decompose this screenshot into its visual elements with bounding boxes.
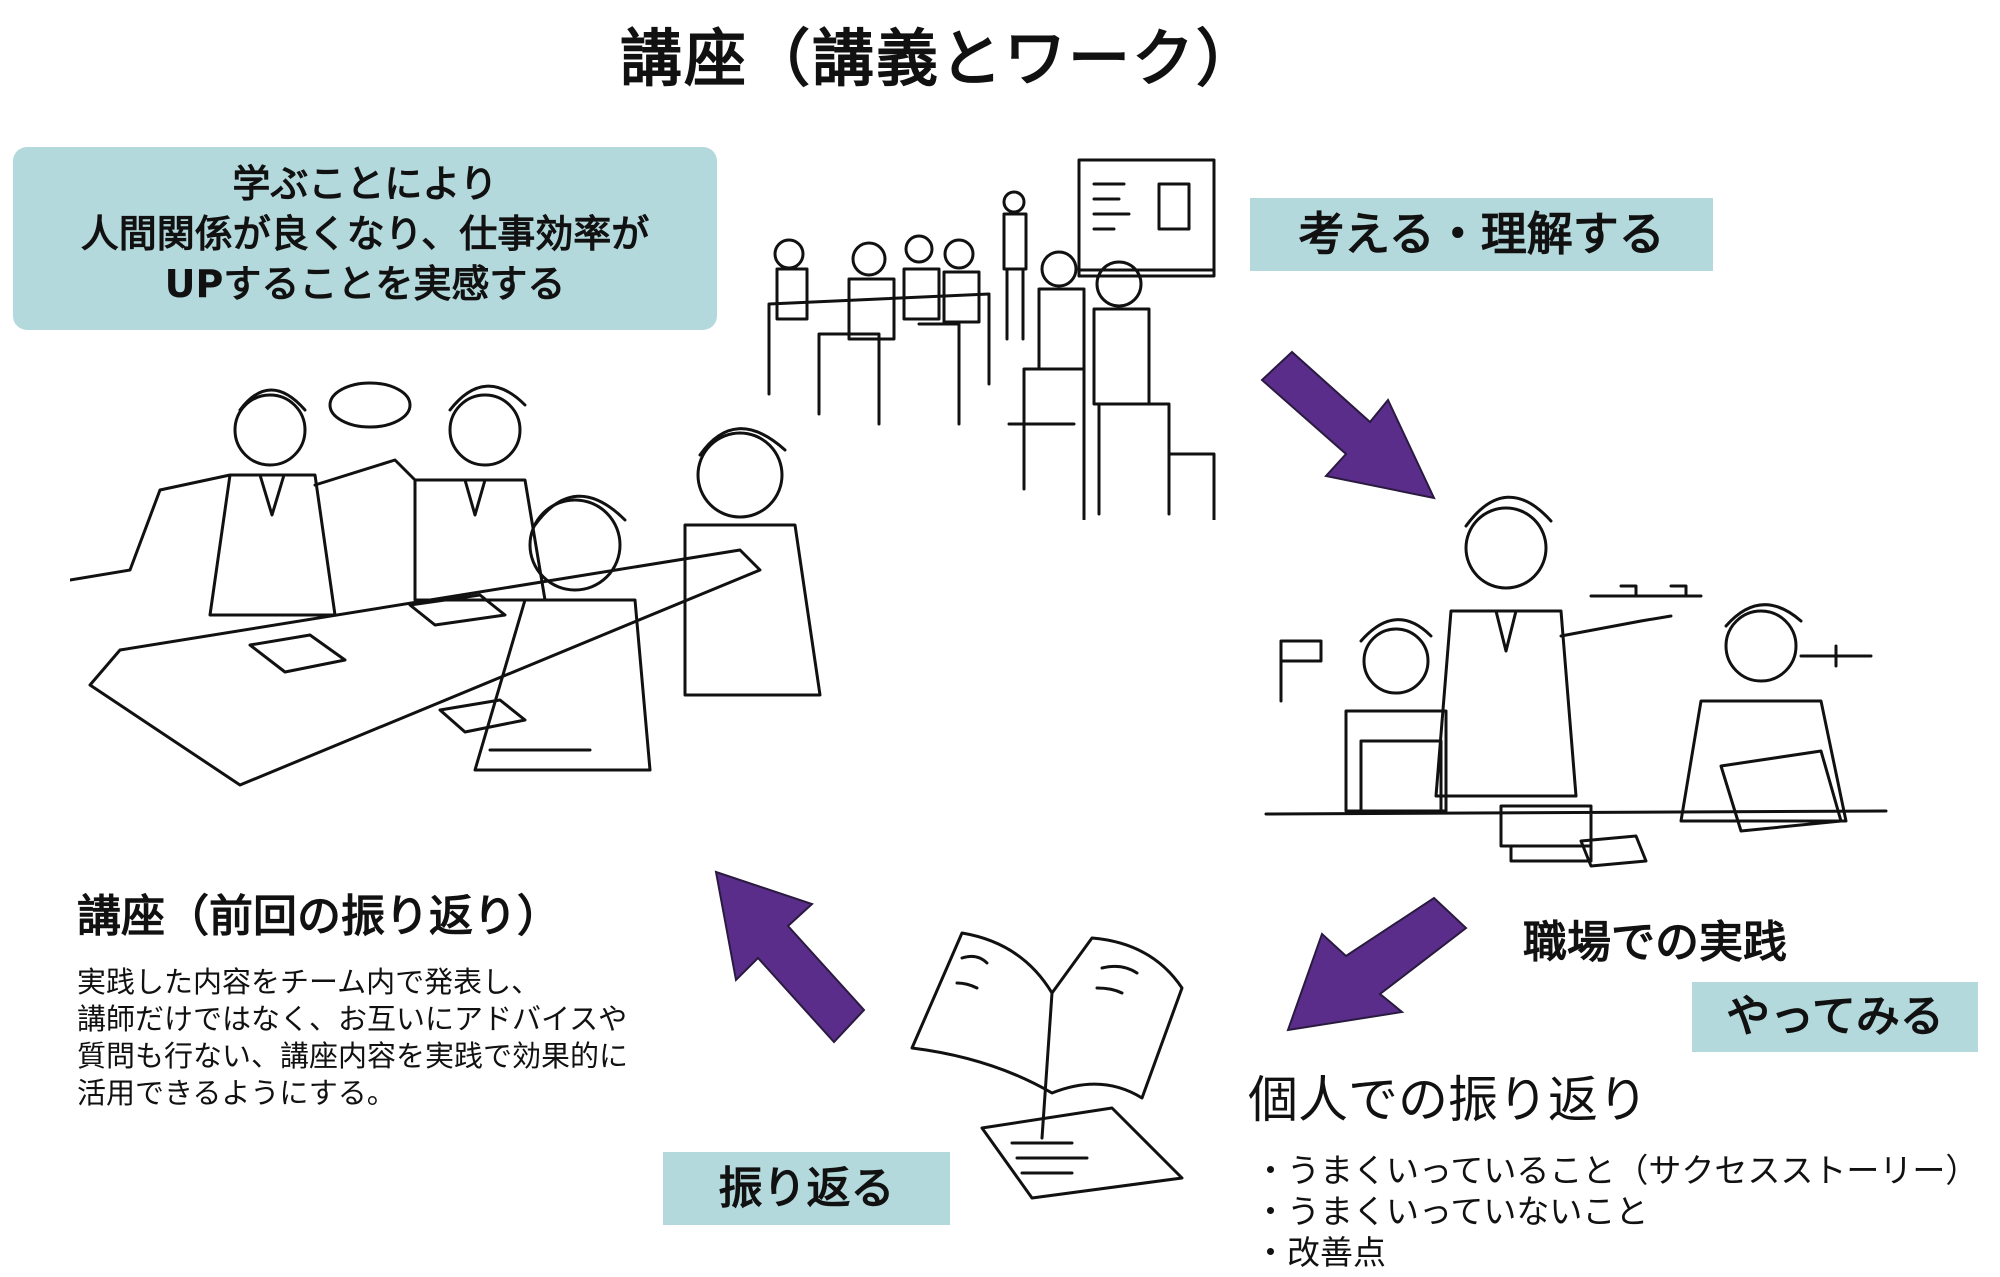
arrow-down-right-icon bbox=[1260, 350, 1436, 500]
goal-box: 学ぶことにより 人間関係が良くなり、仕事効率が UPすることを実感する bbox=[13, 147, 717, 330]
arrow-down-left-icon bbox=[1286, 896, 1468, 1032]
goal-line: UPすることを実感する bbox=[164, 262, 566, 306]
personal-reflection-list: ・うまくいっていること（サクセスストーリー） ・うまくいっていないこと ・改善点 bbox=[1254, 1150, 1978, 1273]
goal-line: 学ぶことにより bbox=[232, 162, 498, 206]
office-illustration bbox=[1264, 495, 1888, 868]
page-title: 講座（講義とワーク） bbox=[619, 22, 1260, 95]
description-line: 活用できるようにする。 bbox=[77, 1076, 396, 1110]
tag-try: やってみる bbox=[1692, 982, 1978, 1052]
notebook-illustration bbox=[910, 931, 1184, 1200]
meeting-illustration bbox=[70, 381, 822, 787]
arrow-up-left-icon bbox=[714, 870, 866, 1044]
list-item: ・うまくいっていること（サクセスストーリー） bbox=[1254, 1151, 1979, 1190]
description-line: 講師だけではなく、お互いにアドバイスや bbox=[77, 1002, 628, 1036]
list-item: ・うまくいっていないこと bbox=[1254, 1192, 1649, 1231]
previous-review-description: 実践した内容をチーム内で発表し、 講師だけではなく、お互いにアドバイスや 質問も… bbox=[77, 964, 628, 1112]
list-item: ・改善点 bbox=[1254, 1233, 1386, 1272]
previous-review-heading: 講座（前回の振り返り） bbox=[77, 891, 561, 942]
goal-line: 人間関係が良くなり、仕事効率が bbox=[80, 212, 650, 256]
practice-label: 職場での実践 bbox=[1523, 917, 1787, 968]
tag-think-understand: 考える・理解する bbox=[1250, 198, 1713, 271]
classroom-illustration bbox=[767, 158, 1216, 520]
tag-reflect: 振り返る bbox=[663, 1152, 950, 1225]
description-line: 実践した内容をチーム内で発表し、 bbox=[77, 965, 541, 999]
personal-reflection-heading: 個人での振り返り bbox=[1248, 1071, 1648, 1129]
description-line: 質問も行ない、講座内容を実践で効果的に bbox=[77, 1039, 629, 1073]
